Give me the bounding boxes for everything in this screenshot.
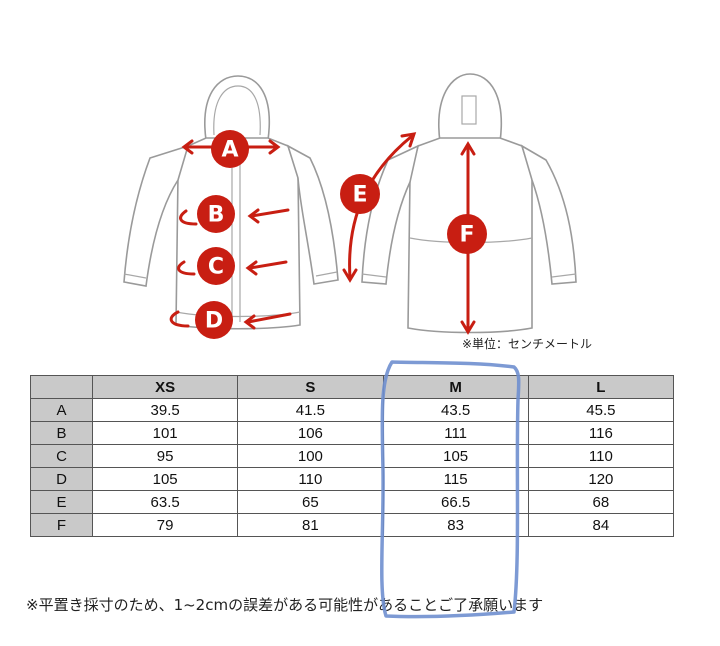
table-cell: 105 [382,444,529,468]
svg-text:B: B [208,203,225,228]
table-cell: 81 [237,513,384,537]
measurement-badge-c: C [197,247,235,285]
footnote: ※平置き採寸のため、1~2cmの誤差がある可能性があることご了承願います [26,596,544,614]
row-label: A [30,398,93,422]
table-cell: 110 [237,467,384,491]
table-cell: 79 [91,513,239,537]
header-corner [30,375,93,399]
table-cell: 110 [527,444,675,468]
row-label: E [30,490,93,514]
table-cell: 39.5 [91,398,239,422]
table-cell: 68 [527,490,675,514]
table-cell: 115 [382,467,529,491]
jacket-measurement-diagram: A B C D E F [123,73,577,339]
table-cell: 100 [237,444,384,468]
svg-text:A: A [221,138,238,163]
measurement-badge-f: F [447,214,487,254]
table-cell: 65 [237,490,384,514]
svg-text:D: D [205,309,223,334]
measurement-badge-b: B [197,195,235,233]
table-cell: 45.5 [527,398,675,422]
measurement-badge-e: E [340,174,380,214]
measurement-badge-a: A [211,130,249,168]
row-label: C [30,444,93,468]
table-row: F 79 81 83 84 [30,513,675,537]
header-size-l: L [527,375,675,399]
row-label: B [30,421,93,445]
svg-text:C: C [208,255,224,280]
table-cell: 111 [382,421,529,445]
table-cell: 101 [91,421,239,445]
table-cell: 66.5 [382,490,529,514]
table-row: C 95 100 105 110 [30,444,675,468]
header-size-xs: XS [91,375,239,399]
table-cell: 83 [382,513,529,537]
measurement-badge-d: D [195,301,233,339]
table-cell: 105 [91,467,239,491]
table-cell: 84 [527,513,675,537]
table-row: E 63.5 65 66.5 68 [30,490,675,514]
table-cell: 43.5 [382,398,529,422]
unit-note: ※単位：センチメートル [462,337,593,351]
size-table: XS S M L A 39.5 41.5 43.5 45.5 B 101 106… [30,375,675,537]
table-cell: 63.5 [91,490,239,514]
svg-text:F: F [459,223,474,248]
row-label: D [30,467,93,491]
header-size-m: M [382,375,529,399]
row-label: F [30,513,93,537]
header-size-s: S [237,375,384,399]
table-cell: 95 [91,444,239,468]
table-row: D 105 110 115 120 [30,467,675,491]
table-cell: 41.5 [237,398,384,422]
table-header-row: XS S M L [30,375,675,399]
svg-text:E: E [352,183,367,208]
table-cell: 106 [237,421,384,445]
table-cell: 116 [527,421,675,445]
table-cell: 120 [527,467,675,491]
table-row: A 39.5 41.5 43.5 45.5 [30,398,675,422]
table-row: B 101 106 111 116 [30,421,675,445]
